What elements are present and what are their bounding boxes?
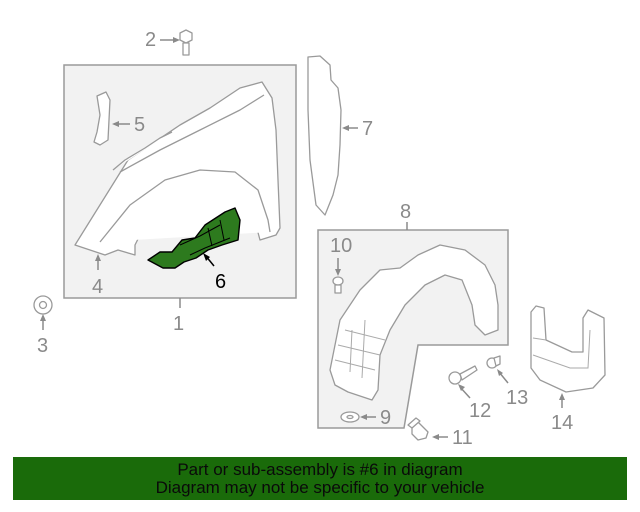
- banner-line-2: Diagram may not be specific to your vehi…: [155, 478, 485, 497]
- bracket-part[interactable]: [93, 91, 111, 146]
- washer-part-9[interactable]: [340, 411, 360, 423]
- callout-1[interactable]: 1: [173, 313, 184, 335]
- screw-part-12[interactable]: [448, 365, 478, 385]
- highlighted-part-6[interactable]: [147, 207, 241, 269]
- seal-part-7[interactable]: [307, 55, 342, 216]
- clip-part-13[interactable]: [486, 355, 501, 369]
- callout-6[interactable]: 6: [215, 271, 226, 293]
- bolt-part-11[interactable]: [407, 417, 429, 441]
- nut-part-3[interactable]: [33, 295, 53, 315]
- mudguard-part-14[interactable]: [530, 305, 606, 393]
- callout-10[interactable]: 10: [330, 235, 352, 257]
- callout-2[interactable]: 2: [145, 29, 156, 51]
- callout-13[interactable]: 13: [506, 387, 528, 409]
- clip-part-10[interactable]: [332, 276, 344, 294]
- callout-14[interactable]: 14: [551, 412, 573, 434]
- info-banner: Part or sub-assembly is #6 in diagram Di…: [13, 457, 627, 500]
- bolt-part-2[interactable]: [179, 29, 193, 56]
- callout-4[interactable]: 4: [92, 276, 103, 298]
- callout-12[interactable]: 12: [469, 400, 491, 422]
- liner-part-8[interactable]: [329, 244, 499, 401]
- callout-8[interactable]: 8: [400, 201, 411, 223]
- callout-3[interactable]: 3: [37, 335, 48, 357]
- callout-11[interactable]: 11: [452, 427, 473, 449]
- callout-5[interactable]: 5: [134, 114, 145, 136]
- parts-diagram: 1 4 5 6 2 7 3 8: [33, 29, 606, 449]
- callout-7[interactable]: 7: [362, 118, 373, 140]
- callout-9[interactable]: 9: [380, 407, 391, 429]
- banner-line-1: Part or sub-assembly is #6 in diagram: [177, 460, 463, 479]
